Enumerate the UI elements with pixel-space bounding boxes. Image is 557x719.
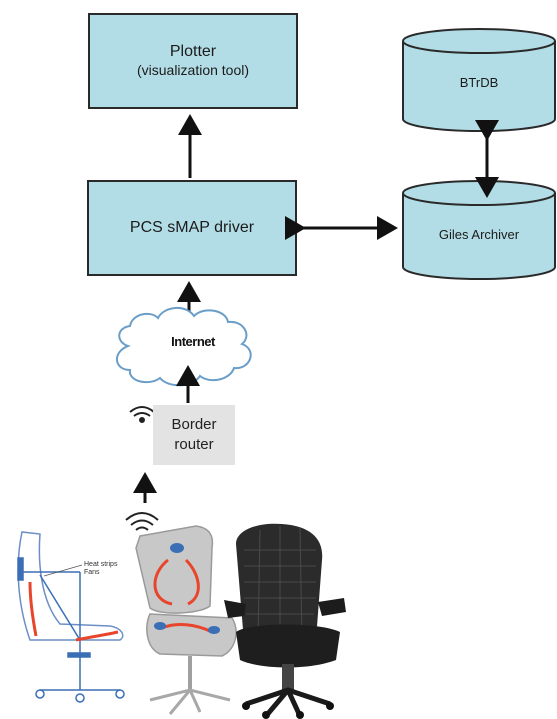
annotation-leader <box>43 564 83 577</box>
internet-label: Internet <box>171 334 215 349</box>
plotter-box: Plotter (visualization tool) <box>88 13 298 109</box>
chair-schematic <box>17 531 125 703</box>
driver-label: PCS sMAP driver <box>129 219 255 236</box>
sensor-chair <box>135 525 237 715</box>
office-chair-photo <box>224 523 346 719</box>
annotation-fans: Fans <box>84 569 100 576</box>
wifi-icon <box>125 512 159 531</box>
wifi-icon <box>129 406 155 423</box>
border-router: Border router <box>153 405 235 465</box>
annotation-heat-strips: Heat strips <box>84 561 118 568</box>
btrdb-label: BTrDB <box>459 75 499 90</box>
archiver-label: Giles Archiver <box>438 227 520 242</box>
router-line1: Border <box>171 416 217 433</box>
router-line2: router <box>174 436 214 453</box>
heat-strips <box>28 581 119 642</box>
internet-cloud <box>116 307 252 387</box>
plotter-title: Plotter <box>169 43 217 60</box>
plotter-subtitle: (visualization tool) <box>136 62 250 78</box>
btrdb-cylinder <box>402 28 556 132</box>
chair-annotation: Heat strips Fans <box>84 561 117 577</box>
